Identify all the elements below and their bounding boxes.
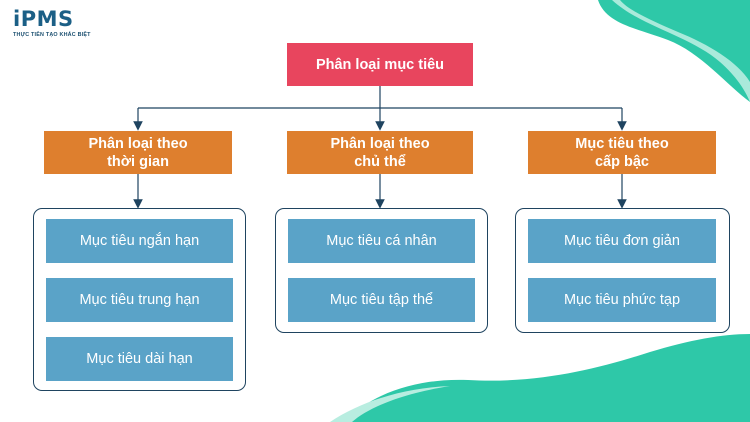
logo-tagline: THỰC TIỄN TẠO KHÁC BIỆT [13,32,91,38]
items-group-subject [275,208,488,333]
category-node-time: Phân loại theo thời gian [44,131,232,174]
item-complex: Mục tiêu phức tạp [528,278,716,322]
bottom-light-shape [330,386,450,422]
logo-wordmark: iPMS [13,7,74,31]
top-right-teal-shape [598,0,750,102]
item-collective: Mục tiêu tập thể [288,278,475,322]
ipms-logo: iPMS THỰC TIỄN TẠO KHÁC BIỆT [13,7,91,38]
top-right-light-shape [612,0,750,102]
bottom-teal-shape [345,334,750,422]
category-node-level: Mục tiêu theo cấp bậc [528,131,716,174]
root-node: Phân loại mục tiêu [287,43,473,86]
item-individual: Mục tiêu cá nhân [288,219,475,263]
item-long-term: Mục tiêu dài hạn [46,337,233,381]
items-group-level [515,208,730,333]
category-node-subject: Phân loại theo chủ thể [287,131,473,174]
items-group-time [33,208,246,391]
item-medium-term: Mục tiêu trung hạn [46,278,233,322]
item-short-term: Mục tiêu ngắn hạn [46,219,233,263]
item-simple: Mục tiêu đơn giản [528,219,716,263]
